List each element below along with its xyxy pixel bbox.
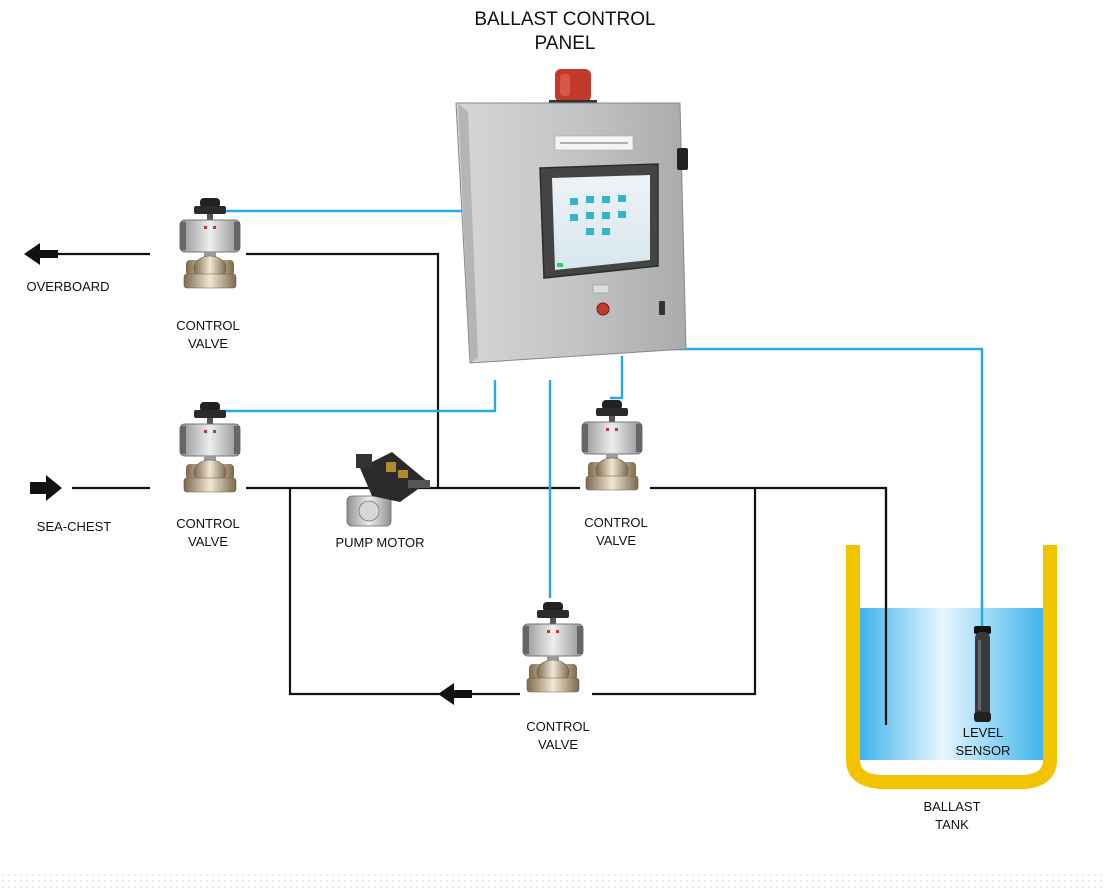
pump-motor-label: PUMP MOTOR [335, 535, 425, 550]
valve-label-line2: VALVE [188, 336, 228, 351]
flow-arrow-icon [24, 243, 58, 265]
overboard-label: OVERBOARD [26, 279, 110, 294]
control-valve-icon [179, 401, 241, 493]
pump-motor-icon [346, 452, 430, 527]
panel-title-line2: PANEL [534, 33, 596, 54]
pipe-pump-discharge [246, 252, 440, 488]
valve-mid-right-label: CONTROL VALVE [568, 514, 664, 550]
flow-arrow-icon [30, 475, 62, 501]
panel-title-line1: BALLAST CONTROL [474, 9, 656, 30]
valve-label-line1: CONTROL [526, 719, 590, 734]
pipe-bypass-right [592, 488, 757, 696]
valve-label-line1: CONTROL [584, 515, 648, 530]
level-sensor-label: LEVEL SENSOR [940, 724, 1026, 760]
valve-label-line2: VALVE [596, 533, 636, 548]
level-sensor-label-line1: LEVEL [962, 725, 1004, 740]
valve-top-left-label: CONTROL VALVE [160, 317, 256, 353]
ballast-tank [846, 488, 1057, 789]
control-valve-icon [522, 601, 584, 693]
valve-label-line1: CONTROL [176, 516, 240, 531]
ballast-tank-label-line1: BALLAST [923, 799, 981, 814]
signal-valve-mid-left [220, 380, 497, 413]
valve-label-line1: CONTROL [176, 318, 240, 333]
pipe-bypass-left [288, 488, 520, 696]
valve-label-line2: VALVE [538, 737, 578, 752]
level-sensor-label-line2: SENSOR [955, 743, 1011, 758]
level-sensor-icon [974, 600, 991, 722]
signal-lines [220, 209, 984, 628]
valve-mid-left-label: CONTROL VALVE [160, 515, 256, 551]
signal-level-sensor [658, 347, 984, 628]
signal-valve-mid-right [610, 356, 624, 400]
valve-bottom-label: CONTROL VALVE [510, 718, 606, 754]
flow-arrow-icon [438, 683, 472, 705]
ballast-tank-label-line2: TANK [935, 817, 969, 832]
control-panel-icon [455, 69, 688, 364]
ballast-tank-label: BALLAST TANK [904, 798, 1000, 834]
control-valve-icon [581, 399, 643, 491]
sea-chest-label: SEA-CHEST [36, 519, 112, 534]
panel-title: BALLAST CONTROL PANEL [440, 8, 690, 56]
footer-strip [0, 872, 1104, 890]
valve-label-line2: VALVE [188, 534, 228, 549]
